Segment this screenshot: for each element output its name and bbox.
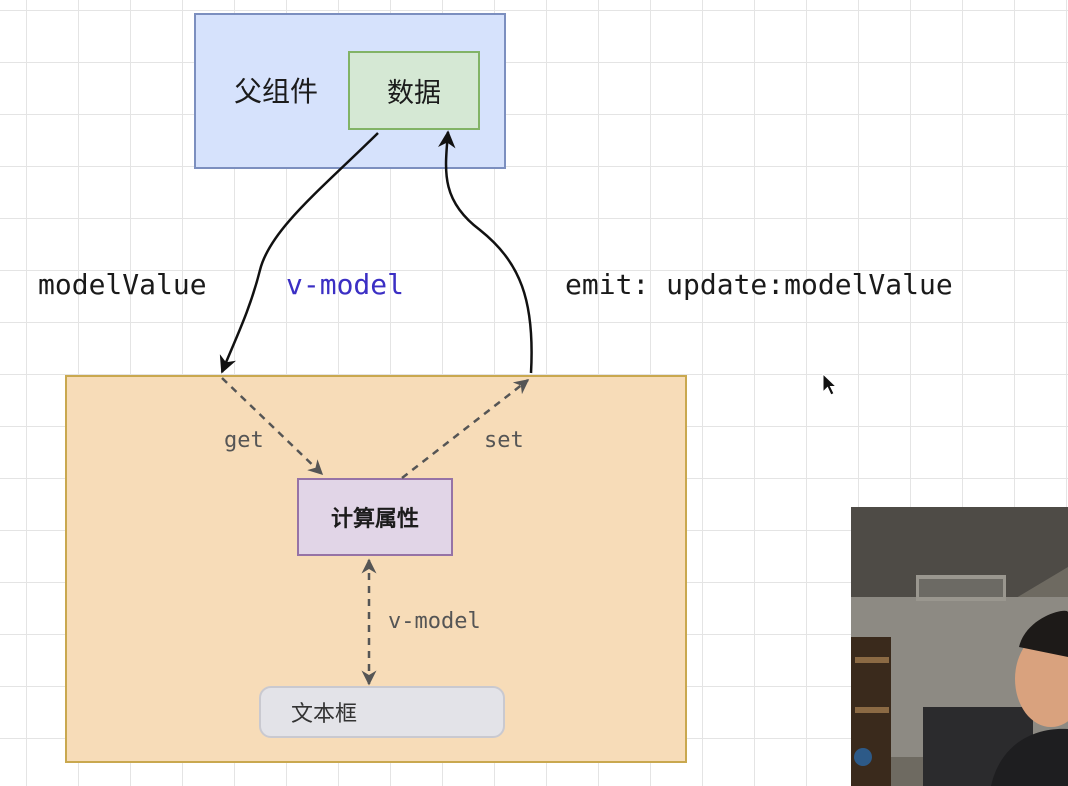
presenter-webcam <box>851 507 1068 786</box>
get-label: get <box>224 428 264 453</box>
emit-label: emit: update:modelValue <box>565 268 953 301</box>
model-value-label: modelValue <box>38 268 207 301</box>
v-model-inner-label: v-model <box>388 609 481 634</box>
computed-property-node: 计算属性 <box>297 478 453 556</box>
mouse-pointer-icon <box>822 373 838 396</box>
emit-update-arrow <box>438 130 533 374</box>
set-arrow <box>401 379 530 479</box>
parent-component-label: 父组件 <box>234 75 319 108</box>
webcam-scene <box>851 507 1068 786</box>
set-label: set <box>484 428 524 453</box>
data-node: 数据 <box>348 51 480 130</box>
textbox-node: 文本框 <box>259 686 505 738</box>
get-arrow <box>221 377 324 476</box>
model-value-arrow <box>219 132 379 374</box>
v-model-top-label: v-model <box>286 268 405 301</box>
